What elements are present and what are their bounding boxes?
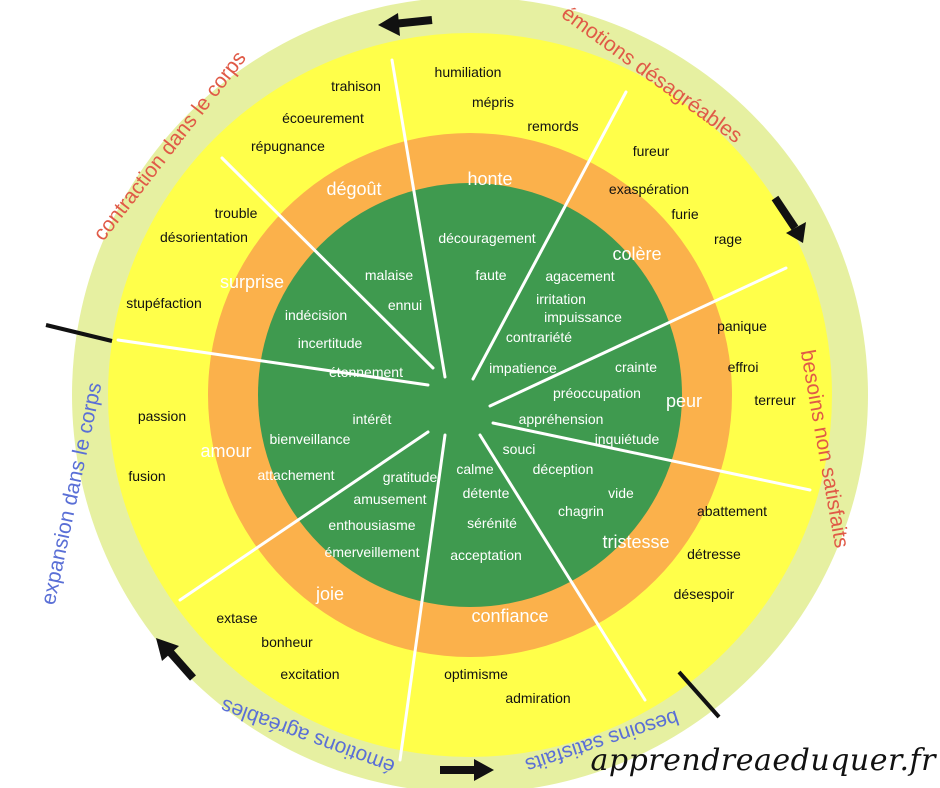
- divider-surprise-degout: [220, 156, 435, 370]
- outer-fusion: fusion: [128, 468, 165, 484]
- arrow-down-right-icon: [771, 195, 806, 243]
- arrow-right-icon: [440, 759, 494, 781]
- outer-panique: panique: [717, 318, 767, 334]
- inner-detente: détente: [463, 485, 510, 501]
- outer-effroi: effroi: [728, 359, 759, 375]
- outer-desespoir: désespoir: [674, 586, 735, 602]
- inner-emerveillement: émerveillement: [325, 544, 420, 560]
- outer-stupefaction: stupéfaction: [126, 295, 202, 311]
- inner-ennui: ennui: [388, 297, 422, 313]
- core-surprise: surprise: [220, 272, 284, 292]
- outer-detresse: détresse: [687, 546, 741, 562]
- outer-trahison: trahison: [331, 78, 381, 94]
- inner-decouragement: découragement: [438, 230, 535, 246]
- inner-calme: calme: [456, 461, 494, 477]
- core-emotions: honte colère peur tristesse confiance jo…: [200, 169, 702, 626]
- core-peur: peur: [666, 391, 702, 411]
- inner-contrariete: contrariété: [506, 329, 572, 345]
- divider-peur-tristesse: [491, 421, 812, 492]
- intense-emotions: humiliation mépris remords fureur exaspé…: [126, 64, 796, 706]
- inner-impatience: impatience: [489, 360, 557, 376]
- divider-confiance-joie: [398, 433, 447, 762]
- arrow-left-icon: [378, 13, 433, 36]
- inner-interet: intérêt: [353, 411, 392, 427]
- outer-repugnance: répugnance: [251, 138, 325, 154]
- core-joie: joie: [315, 584, 344, 604]
- inner-inquietude: inquiétude: [595, 431, 660, 447]
- core-confiance: confiance: [471, 606, 548, 626]
- inner-deception: déception: [533, 461, 594, 477]
- inner-etonnement: étonnement: [329, 364, 403, 380]
- outer-remords: remords: [527, 118, 578, 134]
- site-signature: apprendreaeduquer.fr: [590, 743, 936, 778]
- inner-attachement: attachement: [257, 467, 334, 483]
- divider-honte-colere: [471, 90, 628, 381]
- outer-mepris: mépris: [472, 94, 514, 110]
- outer-exasperation: exaspération: [609, 181, 689, 197]
- outer-rage: rage: [714, 231, 742, 247]
- outer-optimisme: optimisme: [444, 666, 508, 682]
- outer-trouble: trouble: [215, 205, 258, 221]
- sector-dividers: [116, 58, 812, 762]
- divider-colere-peur: [488, 266, 788, 408]
- outer-fureur: fureur: [633, 143, 670, 159]
- outer-furie: furie: [671, 206, 698, 222]
- mild-emotions: découragement faute agacement irritation…: [257, 230, 659, 563]
- inner-malaise: malaise: [365, 267, 413, 283]
- outer-tick-left: [45, 323, 113, 343]
- inner-crainte: crainte: [615, 359, 657, 375]
- outer-bonheur: bonheur: [261, 634, 313, 650]
- core-amour: amour: [200, 441, 251, 461]
- core-degout: dégoût: [326, 179, 381, 199]
- inner-amusement: amusement: [353, 491, 426, 507]
- inner-irritation: irritation: [536, 291, 586, 307]
- inner-vide: vide: [608, 485, 634, 501]
- divider-degout-honte: [390, 58, 447, 379]
- outer-humiliation: humiliation: [435, 64, 502, 80]
- core-honte: honte: [467, 169, 512, 189]
- outer-excitation: excitation: [280, 666, 339, 682]
- outer-passion: passion: [138, 408, 186, 424]
- outer-admiration: admiration: [505, 690, 570, 706]
- outer-terreur: terreur: [754, 392, 796, 408]
- inner-gratitude: gratitude: [383, 469, 438, 485]
- inner-bienveillance: bienveillance: [270, 431, 351, 447]
- inner-preoccupation: préoccupation: [553, 385, 641, 401]
- outer-abattement: abattement: [697, 503, 767, 519]
- inner-apprehension: appréhension: [519, 411, 604, 427]
- inner-chagrin: chagrin: [558, 503, 604, 519]
- inner-faute: faute: [475, 267, 506, 283]
- divider-joie-amour: [178, 430, 430, 602]
- inner-indecision: indécision: [285, 307, 347, 323]
- inner-souci: souci: [503, 441, 536, 457]
- outer-ecoeurement: écoeurement: [282, 110, 364, 126]
- arrow-up-left-icon: [156, 638, 196, 681]
- inner-agacement: agacement: [545, 268, 614, 284]
- outer-desorientation: désorientation: [160, 229, 248, 245]
- inner-acceptation: acceptation: [450, 547, 522, 563]
- divider-amour-surprise: [116, 338, 430, 387]
- green-core: [258, 183, 682, 607]
- core-tristesse: tristesse: [602, 532, 669, 552]
- outer-extase: extase: [216, 610, 257, 626]
- divider-tristesse-confiance: [478, 433, 647, 702]
- outer-tick-bottom-right: [677, 670, 721, 719]
- core-colere: colère: [612, 244, 661, 264]
- inner-incertitude: incertitude: [298, 335, 363, 351]
- inner-serenite: sérénité: [467, 515, 517, 531]
- inner-impuissance: impuissance: [544, 309, 622, 325]
- direction-arrows: [156, 13, 806, 781]
- inner-enthousiasme: enthousiasme: [328, 517, 415, 533]
